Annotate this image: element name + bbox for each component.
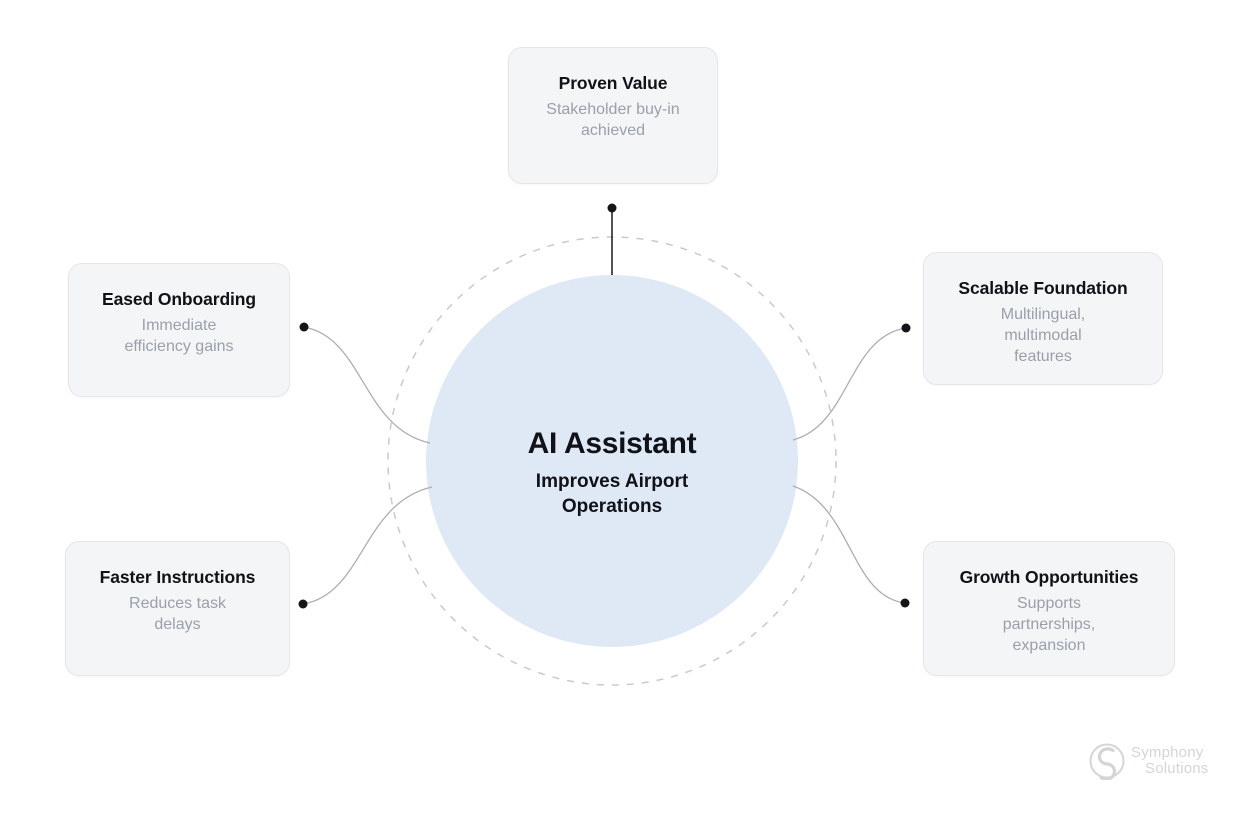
symphony-solutions-logo: Symphony Solutions xyxy=(1088,742,1209,780)
node-title: Eased Onboarding xyxy=(102,289,256,309)
connector-dot-left-upper xyxy=(299,322,309,332)
node-growth-opportunities: Growth Opportunities Supports partnershi… xyxy=(923,541,1175,676)
connector-left-lower xyxy=(302,486,433,605)
node-title: Faster Instructions xyxy=(99,567,256,587)
logo-mark-icon xyxy=(1089,743,1125,780)
node-faster-instructions: Faster Instructions Reduces task delays xyxy=(65,541,290,676)
node-subtitle: Reduces task delays xyxy=(129,595,226,633)
node-subtitle: Multilingual, multimodal features xyxy=(1000,306,1086,365)
logo-text-line2: Solutions xyxy=(1145,760,1209,777)
center-circle xyxy=(426,275,798,647)
connector-dot-left-lower xyxy=(298,599,308,609)
connector-dot-right-lower xyxy=(900,598,910,608)
logo-text-line1: Symphony xyxy=(1131,744,1204,761)
node-eased-onboarding: Eased Onboarding Immediate efficiency ga… xyxy=(68,263,290,397)
connector-right-lower xyxy=(792,485,906,604)
logo-text: Symphony Solutions xyxy=(1131,745,1209,777)
node-subtitle: Stakeholder buy-in achieved xyxy=(546,101,680,139)
node-title: Scalable Foundation xyxy=(958,278,1128,298)
connector-dot-top xyxy=(607,203,617,213)
node-scalable-foundation: Scalable Foundation Multilingual, multim… xyxy=(923,252,1163,385)
node-title: Growth Opportunities xyxy=(959,567,1139,587)
node-title: Proven Value xyxy=(558,73,668,93)
node-proven-value: Proven Value Stakeholder buy-in achieved xyxy=(508,47,718,184)
connector-dot-right-upper xyxy=(901,323,911,333)
node-subtitle: Supports partnerships, expansion xyxy=(1002,595,1096,654)
connector-right-upper xyxy=(792,327,907,441)
node-subtitle: Immediate efficiency gains xyxy=(124,317,234,355)
connector-left-upper xyxy=(303,326,431,444)
